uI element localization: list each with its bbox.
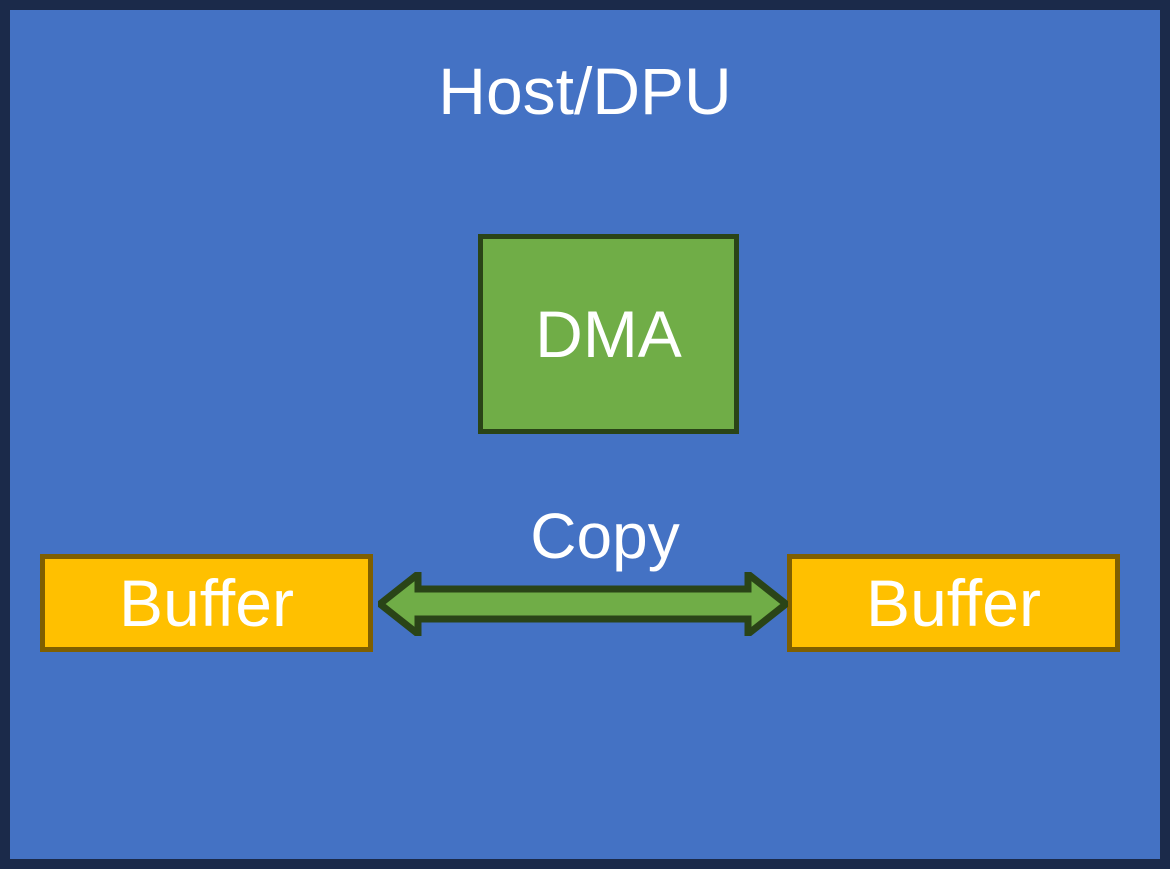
copy-edge-label: Copy bbox=[530, 500, 680, 572]
double-headed-arrow-shape bbox=[378, 572, 788, 636]
buffer-left-block[interactable]: Buffer bbox=[40, 554, 373, 652]
buffer-left-label: Buffer bbox=[119, 566, 294, 640]
buffer-right-label: Buffer bbox=[866, 566, 1041, 640]
copy-double-arrow-icon[interactable] bbox=[378, 572, 788, 636]
dma-block[interactable]: DMA bbox=[478, 234, 739, 434]
page-title: Host/DPU bbox=[438, 54, 732, 128]
buffer-right-block[interactable]: Buffer bbox=[787, 554, 1120, 652]
dma-block-label: DMA bbox=[535, 297, 682, 371]
host-dpu-panel: Host/DPU DMA Copy Buffer Buffer bbox=[10, 10, 1160, 859]
